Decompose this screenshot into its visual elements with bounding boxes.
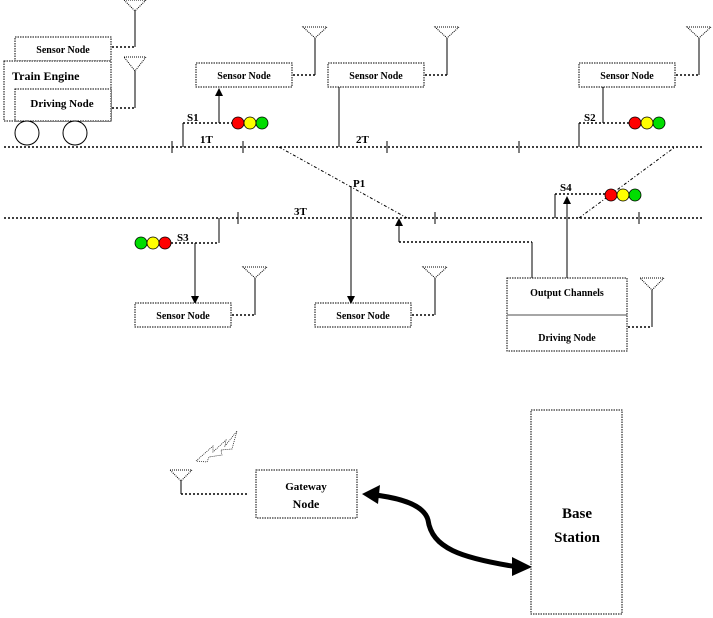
gateway-label-line2: Node bbox=[293, 497, 320, 511]
sensor-node-p1-label: Sensor Node bbox=[336, 311, 390, 322]
track-label-3t: 3T bbox=[294, 206, 308, 218]
base-station-label-line1: Base bbox=[562, 506, 592, 522]
signal-s3-lights bbox=[134, 236, 172, 250]
antenna-icon bbox=[628, 277, 666, 328]
sensor-node-p1-box bbox=[314, 302, 412, 328]
driving-node-label: Driving Node bbox=[538, 333, 596, 344]
signal-light-red bbox=[604, 188, 618, 202]
signal-light-green bbox=[134, 236, 148, 250]
sensor-node-2t-box bbox=[327, 62, 425, 88]
signal-light-yellow bbox=[640, 116, 654, 130]
gateway-label-line1: Gateway bbox=[285, 481, 327, 493]
antenna-icon bbox=[425, 26, 461, 76]
sensor-node-s2-label: Sensor Node bbox=[600, 71, 654, 82]
output-channels-label: Output Channels bbox=[530, 288, 604, 299]
antenna-icon bbox=[412, 266, 449, 316]
train-sensor-node-box bbox=[14, 36, 112, 62]
signal-light-green bbox=[652, 116, 666, 130]
sensor-node-s2-box bbox=[578, 62, 676, 88]
gateway-node-box bbox=[255, 469, 358, 519]
train-driving-node-box bbox=[14, 88, 112, 122]
train-driving-node-label: Driving Node bbox=[30, 98, 93, 110]
point-label-p1: P1 bbox=[353, 178, 365, 190]
sensor-node-s1-label: Sensor Node bbox=[217, 71, 271, 82]
signal-s4-label: S4 bbox=[560, 182, 572, 194]
signal-s2-label: S2 bbox=[584, 112, 596, 124]
train: Sensor Node Train Engine Driving Node bbox=[3, 36, 112, 146]
signal-s3-label: S3 bbox=[177, 232, 189, 244]
signal-light-green bbox=[628, 188, 642, 202]
signal-light-green bbox=[255, 116, 269, 130]
train-wheel-right bbox=[62, 120, 88, 146]
train-engine-label: Train Engine bbox=[12, 69, 80, 83]
signal-light-yellow bbox=[243, 116, 257, 130]
signal-light-yellow bbox=[616, 188, 630, 202]
base-station-label-line2: Station bbox=[554, 530, 601, 546]
track-label-1t: 1T bbox=[200, 134, 214, 146]
train-sensor-node-label: Sensor Node bbox=[36, 45, 90, 56]
signal-s2-lights bbox=[628, 116, 666, 130]
signal-light-red bbox=[158, 236, 172, 250]
sensor-node-s3-label: Sensor Node bbox=[156, 311, 210, 322]
bidirectional-link-arrow bbox=[362, 485, 532, 576]
signal-s4-lights bbox=[604, 188, 642, 202]
antenna-icon bbox=[168, 469, 248, 495]
base-station-box bbox=[530, 409, 623, 615]
sensor-node-s3-box bbox=[134, 302, 232, 328]
track-dividers bbox=[171, 141, 640, 224]
crossover-s4 bbox=[578, 146, 676, 219]
crossover-p1 bbox=[278, 146, 408, 219]
lightning-icon bbox=[195, 430, 238, 463]
antenna-icon bbox=[112, 56, 148, 109]
antenna-icon bbox=[112, 0, 147, 48]
track-label-2t: 2T bbox=[356, 134, 370, 146]
signal-s1-label: S1 bbox=[187, 112, 199, 124]
signal-light-red bbox=[231, 116, 245, 130]
antenna-icon bbox=[676, 26, 713, 76]
sensor-node-s1-box bbox=[195, 62, 293, 88]
antenna-icon bbox=[232, 266, 269, 316]
train-wheel-left bbox=[14, 120, 40, 146]
signal-s1-lights bbox=[231, 116, 269, 130]
sensor-node-2t-label: Sensor Node bbox=[349, 71, 403, 82]
signal-light-red bbox=[628, 116, 642, 130]
signal-light-yellow bbox=[146, 236, 160, 250]
antenna-icon bbox=[293, 26, 329, 76]
